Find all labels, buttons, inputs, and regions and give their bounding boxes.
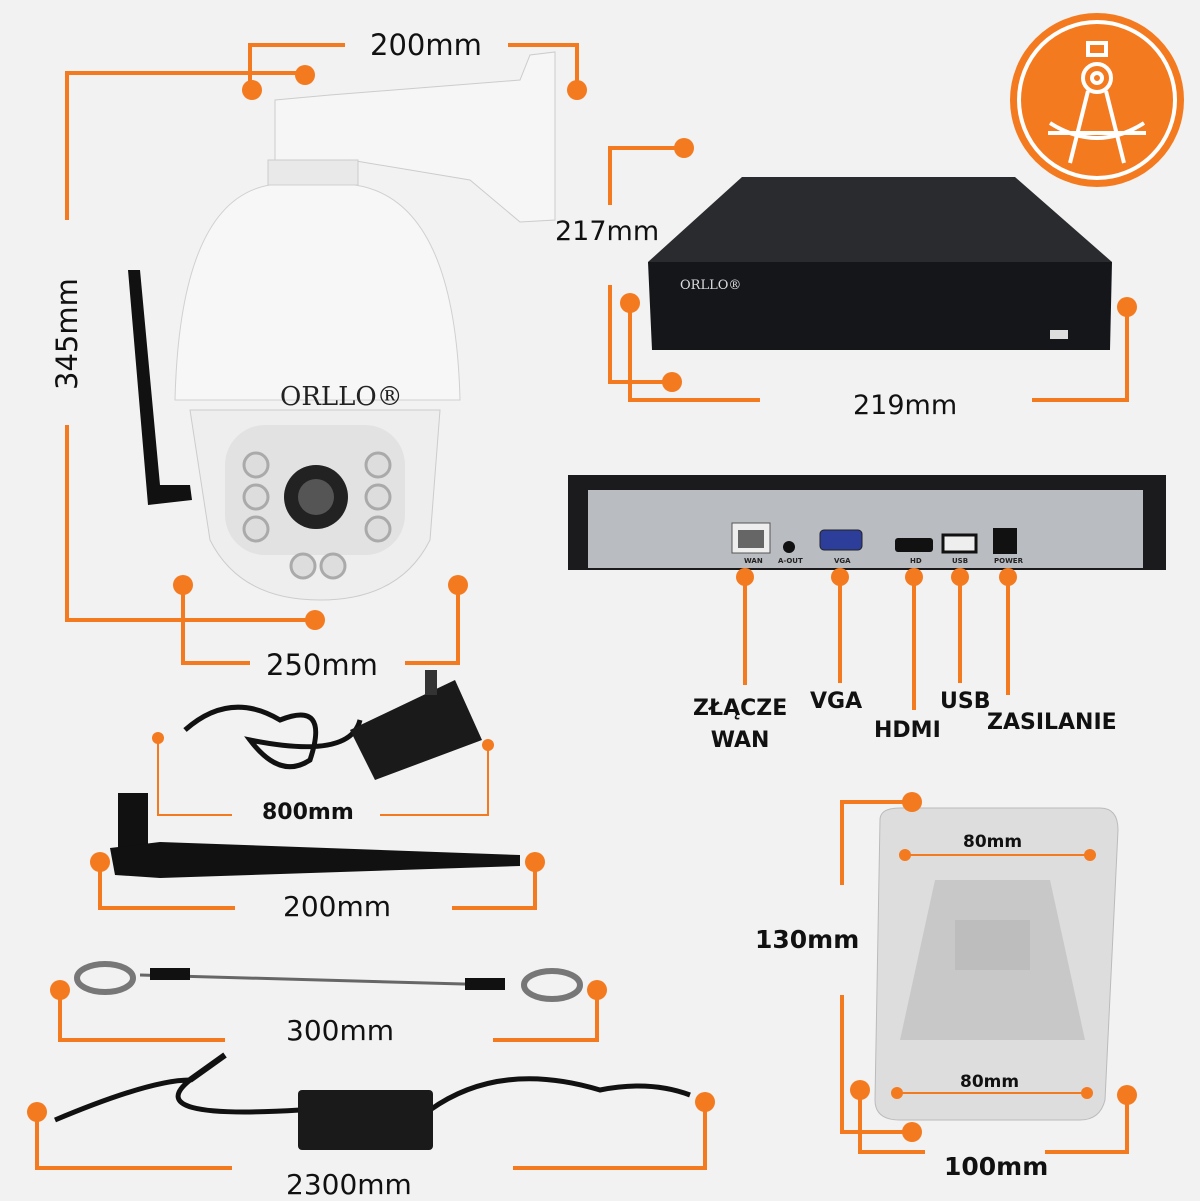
nvr-logo: ORLLO® [680, 278, 742, 293]
dim-bracket-holes-bottom: 80mm [960, 1072, 1020, 1092]
nvr-front [648, 177, 1112, 350]
nvr-back-panel [568, 475, 1166, 570]
connector-wan: ZŁĄCZE WAN [693, 696, 788, 753]
power-supply [54, 1052, 691, 1150]
dim-power-cable: 2300mm [286, 1168, 412, 1201]
port-label-aout: A-OUT [778, 557, 803, 565]
antenna [110, 793, 520, 878]
camera [128, 51, 556, 601]
port-label-usb: USB [952, 557, 969, 565]
dim-adapter-cable: 800mm [262, 800, 354, 825]
port-label-power: POWER [994, 557, 1023, 565]
dim-camera-width-bottom: 250mm [266, 648, 378, 682]
dim-nvr-depth: 217mm [555, 216, 660, 247]
dim-nvr-width: 219mm [853, 390, 958, 421]
connector-usb: USB [940, 689, 991, 714]
port-label-wan: WAN [744, 557, 763, 565]
badge [1010, 13, 1184, 187]
dim-safety-cable: 300mm [286, 1014, 394, 1047]
drafting-compass-icon [1017, 20, 1177, 180]
camera-logo: ORLLO® [280, 382, 403, 412]
connector-hdmi: HDMI [874, 718, 941, 743]
dim-camera-height: 345mm [50, 278, 84, 390]
port-label-vga: VGA [834, 557, 851, 565]
dim-bracket-height: 130mm [755, 925, 860, 954]
mounting-bracket [874, 807, 1119, 1121]
connector-power: ZASILANIE [987, 710, 1117, 735]
safety-cable [74, 961, 583, 1002]
dim-bracket-holes-top: 80mm [963, 832, 1023, 852]
dim-antenna: 200mm [283, 890, 391, 923]
dim-bracket-width: 100mm [944, 1152, 1049, 1181]
port-label-hd: HD [910, 557, 922, 565]
dim-camera-width-top: 200mm [370, 28, 482, 62]
connector-vga: VGA [810, 689, 863, 714]
power-adapter [183, 670, 482, 780]
